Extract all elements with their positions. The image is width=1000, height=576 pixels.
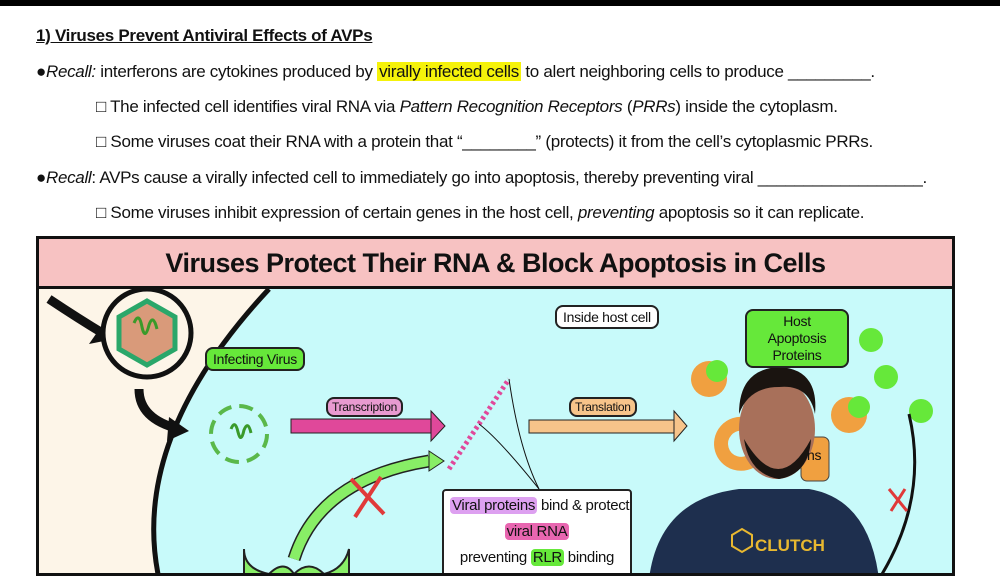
recall-label: Recall	[45, 168, 92, 187]
text: ) inside the cytoplasm.	[675, 97, 838, 116]
sub-bullet-3: □ Some viruses inhibit expression of cer…	[96, 203, 865, 222]
highlighted-text: virally infected cells	[377, 62, 521, 81]
host-apoptosis-proteins-label: Host Apoptosis Proteins	[745, 309, 849, 368]
viral-rna-icon	[132, 316, 159, 335]
presenter-shirt	[649, 489, 879, 573]
inside-host-cell-label: Inside host cell	[555, 305, 659, 329]
diagram-title: Viruses Protect Their RNA & Block Apopto…	[39, 239, 952, 289]
protection-callout: Viral proteins bind & protect viral RNA …	[442, 489, 632, 573]
shirt-logo-text: CLUTCH	[755, 536, 825, 555]
text: Pattern Recognition Receptors	[399, 97, 623, 116]
transcription-label: Transcription	[326, 397, 404, 417]
translation-label: Translation	[569, 397, 637, 417]
sub-bullet-1: □ The infected cell identifies viral RNA…	[96, 97, 838, 116]
translation-arrow	[528, 419, 675, 434]
uncoated-capsid	[209, 404, 269, 464]
blocked-x-icon	[887, 488, 909, 512]
bullet-2: ●Recall: AVPs cause a virally infected c…	[36, 168, 927, 187]
text: (	[622, 97, 633, 116]
text: The infected cell identifies viral RNA v…	[110, 97, 400, 116]
sub-bullet-2: □ Some viruses coat their RNA with a pro…	[96, 132, 873, 151]
recall-label: Recall:	[45, 62, 96, 81]
transcription-arrow	[290, 418, 432, 434]
infecting-virus-label: Infecting Virus	[205, 347, 305, 371]
text: interferons are cytokines produced by	[95, 62, 378, 81]
text: binding	[563, 549, 615, 566]
text: to alert neighboring cells to produce __…	[520, 62, 875, 81]
text: preventing	[577, 203, 655, 222]
viral-rna-icon	[229, 423, 253, 439]
text: apoptosis so it can replicate.	[654, 203, 865, 222]
clutch-logo-icon	[731, 527, 753, 554]
text: PRRs	[632, 97, 676, 116]
bullet-1: ●Recall: interferons are cytokines produ…	[36, 62, 875, 81]
text: bind & protect	[537, 497, 630, 514]
text: preventing	[459, 549, 531, 566]
rlr-tag: RLR	[530, 549, 564, 566]
text: Some viruses coat their RNA with a prote…	[110, 132, 873, 151]
blocked-x-icon	[349, 475, 386, 519]
presenter-head	[739, 379, 815, 479]
partial-label: ns	[807, 447, 822, 463]
diagram: CLUTCH Viruses Protect Their RNA & Block…	[36, 236, 955, 576]
viral-rna-tag: viral RNA	[504, 523, 570, 540]
viral-proteins-tag: Viral proteins	[450, 497, 538, 514]
text: : AVPs cause a virally infected cell to …	[91, 168, 927, 187]
text: Some viruses inhibit expression of certa…	[110, 203, 578, 222]
video-top-bar	[0, 0, 1000, 6]
section-heading: 1) Viruses Prevent Antiviral Effects of …	[36, 26, 373, 45]
rlr-binding-arrow	[289, 456, 430, 561]
